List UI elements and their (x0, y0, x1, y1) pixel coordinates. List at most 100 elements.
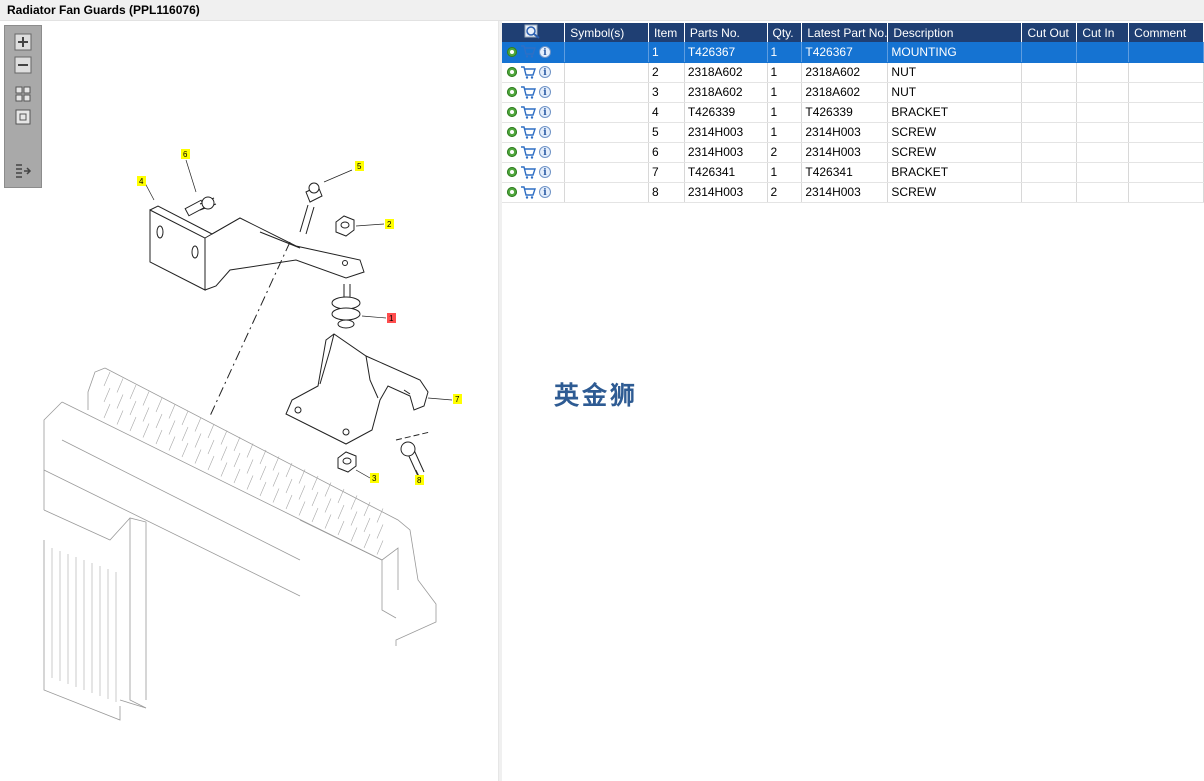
cart-icon[interactable] (520, 145, 536, 159)
cart-icon[interactable] (520, 125, 536, 139)
col-header-description[interactable]: Description (887, 23, 1023, 42)
callout-7: 7 (453, 394, 462, 404)
cell-qty: 2 (767, 142, 803, 163)
export-icon (16, 164, 32, 178)
zoom-out-button[interactable] (14, 56, 32, 74)
col-header-qty[interactable]: Qty. (767, 23, 803, 42)
zoom-in-icon (14, 33, 32, 51)
mounting-1 (331, 284, 361, 329)
svg-text:8: 8 (417, 476, 422, 485)
row-actions: i (502, 62, 566, 83)
frame-icon (15, 109, 31, 125)
cell-symbols (564, 102, 649, 123)
cell-latest-part-no: T426339 (801, 102, 889, 123)
col-header-cut-in[interactable]: Cut In (1076, 23, 1130, 42)
cell-item: 4 (648, 102, 685, 123)
cell-cut-out (1021, 162, 1078, 183)
svg-text:4: 4 (139, 177, 144, 186)
cell-qty: 1 (767, 62, 803, 83)
zoom-out-icon (14, 56, 32, 74)
col-header-item[interactable]: Item (648, 23, 685, 42)
cell-qty: 1 (767, 82, 803, 103)
info-icon[interactable]: i (539, 146, 551, 158)
cell-comment (1128, 122, 1204, 143)
export-button[interactable] (14, 162, 32, 180)
cart-icon[interactable] (520, 45, 536, 58)
row-actions: i (502, 42, 566, 63)
info-icon[interactable]: i (539, 166, 551, 178)
cart-icon[interactable] (520, 85, 536, 99)
cell-item: 3 (648, 82, 685, 103)
pane-splitter[interactable] (498, 21, 502, 781)
info-icon[interactable]: i (539, 66, 551, 78)
info-icon[interactable]: i (539, 106, 551, 118)
callout-4: 4 (137, 176, 146, 186)
info-icon[interactable]: i (539, 45, 551, 58)
info-icon[interactable]: i (539, 86, 551, 98)
options-gear-icon[interactable] (507, 107, 517, 117)
zoom-in-button[interactable] (14, 33, 32, 51)
callout-1: 1 (387, 313, 396, 323)
fit-window-button[interactable] (14, 108, 32, 126)
info-icon[interactable]: i (539, 126, 551, 138)
col-header-latest-part-no[interactable]: Latest Part No. (801, 23, 889, 42)
options-gear-icon[interactable] (507, 67, 517, 77)
bracket-4 (149, 205, 365, 291)
title-bar: Radiator Fan Guards (PPL116076) (0, 0, 1204, 21)
col-header-parts-no[interactable]: Parts No. (684, 23, 768, 42)
row-actions: i (502, 162, 566, 183)
options-gear-icon[interactable] (507, 46, 517, 57)
col-header-symbols[interactable]: Symbol(s) (564, 23, 649, 42)
options-gear-icon[interactable] (507, 147, 517, 157)
cell-qty: 2 (767, 182, 803, 203)
cell-cut-in (1076, 162, 1130, 183)
options-gear-icon[interactable] (507, 167, 517, 177)
cell-comment (1128, 62, 1204, 83)
cell-description: SCREW (887, 182, 1023, 203)
cart-icon[interactable] (520, 65, 536, 79)
row-actions: i (502, 102, 566, 123)
cell-comment (1128, 182, 1204, 203)
cell-latest-part-no: 2314H003 (801, 122, 889, 143)
cell-latest-part-no: 2314H003 (801, 142, 889, 163)
row-actions: i (502, 82, 566, 103)
svg-text:1: 1 (389, 314, 394, 323)
cell-cut-out (1021, 82, 1078, 103)
cell-symbols (564, 122, 649, 143)
watermark: 英金狮 (554, 381, 639, 410)
diagram-toolbar (4, 25, 42, 188)
cell-cut-in (1076, 182, 1130, 203)
col-header-comment[interactable]: Comment (1128, 23, 1204, 42)
cell-qty: 1 (767, 42, 803, 63)
bracket-7 (285, 333, 429, 445)
options-gear-icon[interactable] (507, 87, 517, 97)
options-gear-icon[interactable] (507, 187, 517, 197)
svg-text:3: 3 (372, 474, 377, 483)
info-icon[interactable]: i (539, 186, 551, 198)
cart-icon[interactable] (520, 165, 536, 179)
parts-list-pane: Symbol(s) Item Parts No. Qty. Latest Par… (502, 21, 1204, 781)
col-header-cut-out[interactable]: Cut Out (1021, 23, 1078, 42)
fit-all-button[interactable] (14, 85, 32, 103)
cell-cut-in (1076, 122, 1130, 143)
cell-latest-part-no: T426341 (801, 162, 889, 183)
cart-icon[interactable] (520, 185, 536, 199)
table-header: Symbol(s) Item Parts No. Qty. Latest Par… (502, 23, 1204, 42)
cell-cut-out (1021, 42, 1078, 63)
cell-latest-part-no: 2318A602 (801, 62, 889, 83)
options-gear-icon[interactable] (507, 127, 517, 137)
cell-cut-out (1021, 182, 1078, 203)
find-column-header[interactable] (502, 23, 566, 42)
cell-symbols (564, 182, 649, 203)
cell-qty: 1 (767, 122, 803, 143)
cart-icon[interactable] (520, 105, 536, 119)
cell-description: NUT (887, 62, 1023, 83)
